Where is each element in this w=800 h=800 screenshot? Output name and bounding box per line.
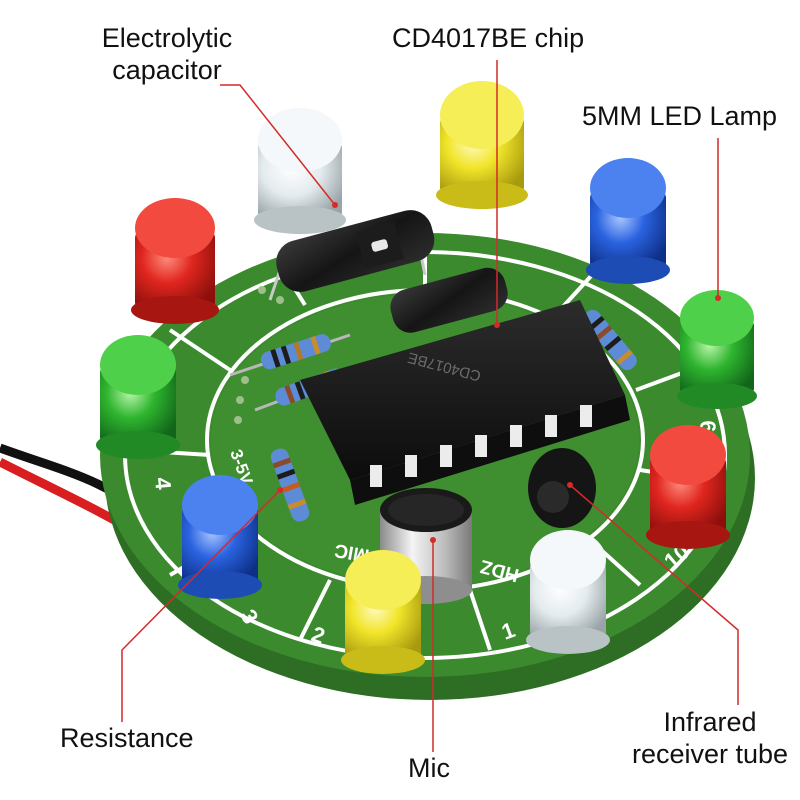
led-clear-bottom-right xyxy=(526,530,610,654)
cd4017be-chip: CD4017BE xyxy=(300,300,630,505)
label-infrared-line2: receiver tube xyxy=(631,739,789,769)
second-capacitor xyxy=(390,267,508,333)
label-led-lamp: 5MM LED Lamp xyxy=(582,101,778,131)
callout-line-infrared xyxy=(569,484,739,705)
label-electrolytic-line2: capacitor xyxy=(112,55,222,85)
label-mic: Mic xyxy=(408,753,450,783)
led-yellow-top xyxy=(436,81,528,209)
label-resistance: Resistance xyxy=(60,723,194,753)
led-yellow-bottom xyxy=(341,550,425,674)
label-electrolytic-capacitor: Electrolytic capacitor xyxy=(92,22,242,86)
label-infrared-receiver: Infrared receiver tube xyxy=(620,706,800,770)
electrolytic-capacitor xyxy=(268,210,435,301)
led-red-upper-left xyxy=(131,198,219,324)
resistor-left xyxy=(270,448,310,522)
label-infrared-line1: Infrared xyxy=(663,707,757,737)
infrared-receiver xyxy=(528,448,596,528)
led-red-lower-right xyxy=(646,425,730,549)
led-blue-lower-left xyxy=(178,475,262,599)
ring-number-4: 4 xyxy=(150,476,176,491)
resistor-top xyxy=(229,333,351,377)
led-green-right xyxy=(677,290,757,409)
callout-line-resistance xyxy=(121,489,281,722)
led-clear-top-left xyxy=(254,108,346,234)
callout-lines xyxy=(121,60,739,752)
label-electrolytic-line1: Electrolytic xyxy=(101,23,233,53)
label-chip: CD4017BE chip xyxy=(392,23,585,53)
callout-line-capacitor xyxy=(220,84,336,206)
led-blue-upper-right xyxy=(586,158,670,284)
led-green-left xyxy=(96,335,180,459)
